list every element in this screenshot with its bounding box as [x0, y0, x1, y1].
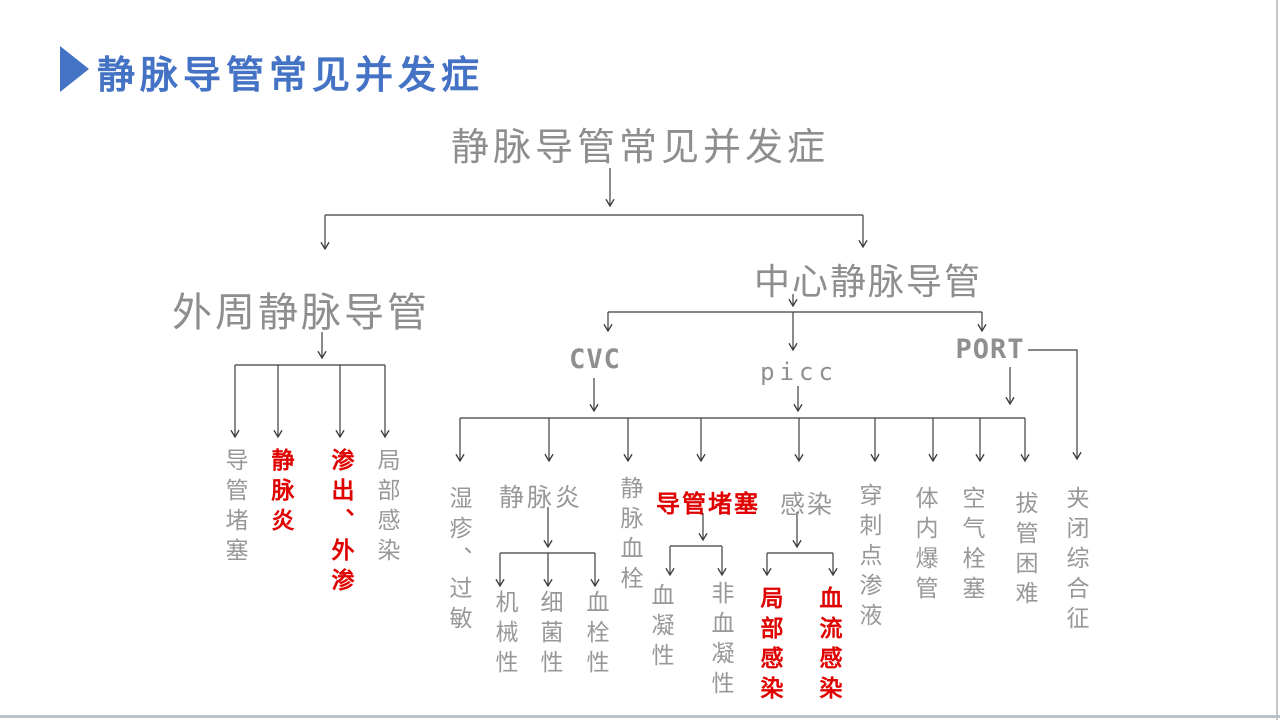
node-peripheral-catheter: 外周静脉导管: [172, 291, 430, 335]
node-infection: 感染: [780, 491, 835, 519]
node-non-thrombotic-occlusion: 非血凝性: [708, 581, 734, 701]
node-type-cvc: CVC: [569, 344, 621, 375]
node-internal-rupture: 体内爆管: [912, 486, 938, 606]
node-local-infection-central: 局部感染: [757, 586, 783, 706]
node-local-infection-peripheral: 局部感染: [374, 448, 400, 568]
node-bloodstream-infection: 血流感染: [816, 586, 842, 706]
header-bullet-triangle-icon: [60, 46, 89, 92]
node-removal-difficulty: 拔管困难: [1012, 491, 1038, 611]
node-type-picc: picc: [760, 358, 838, 386]
node-thrombotic-occlusion: 血凝性: [648, 583, 674, 673]
tree-root-node: 静脉导管常见并发症: [450, 127, 829, 169]
page-title: 静脉导管常见并发症: [97, 55, 485, 97]
slide-right-edge: [1276, 0, 1278, 720]
node-bacterial-phlebitis: 细菌性: [537, 590, 563, 680]
node-catheter-occlusion-central: 导管堵塞: [656, 491, 760, 518]
node-catheter-occlusion-peripheral: 导管堵塞: [222, 448, 248, 568]
node-thrombotic-phlebitis: 血栓性: [583, 590, 609, 680]
node-puncture-site-leakage: 穿刺点渗液: [856, 483, 882, 633]
slide-bottom-edge: [0, 715, 1280, 718]
node-type-port: PORT: [955, 334, 1025, 365]
node-central-catheter: 中心静脉导管: [754, 261, 983, 302]
node-phlebitis-central: 静脉炎: [499, 484, 584, 512]
node-venous-thrombosis: 静脉血栓: [617, 476, 643, 596]
node-mechanical-phlebitis: 机械性: [492, 590, 518, 680]
node-eczema-allergy: 湿疹、过敏: [446, 486, 472, 636]
node-air-embolism: 空气栓塞: [959, 486, 985, 606]
node-exudation-extravasation: 渗出、外渗: [328, 448, 354, 598]
node-phlebitis-peripheral: 静脉炎: [268, 448, 294, 538]
node-pinch-off-syndrome: 夹闭综合征: [1063, 486, 1089, 636]
